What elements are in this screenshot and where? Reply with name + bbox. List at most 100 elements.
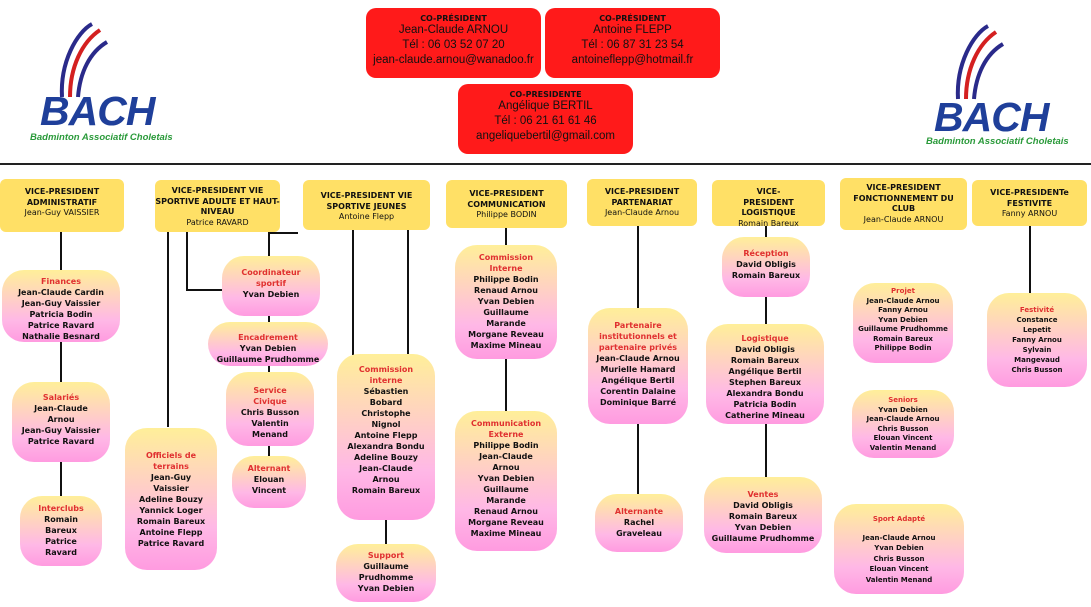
connector: [407, 230, 409, 355]
connector: [268, 446, 270, 456]
connector: [268, 365, 270, 373]
connector: [60, 340, 62, 382]
president-email: antoineflepp@hotmail.fr: [571, 54, 694, 66]
group-title: Partenaire institutionnels et partenaire…: [598, 321, 678, 352]
connector: [1029, 226, 1031, 294]
group-alternant: Alternant Elouan Vincent: [232, 456, 306, 508]
shuttlecock-icon: [955, 24, 1005, 100]
president-phone: Tél : 06 03 52 07 20: [402, 39, 505, 51]
connector: [186, 232, 188, 290]
group-title: Réception: [743, 249, 789, 258]
group-title: Finances: [41, 277, 81, 286]
vp-title: VICE-PRESIDENT FONCTIONNEMENT DU CLUB: [853, 183, 954, 213]
vp-title: VICE-PRESIDENTe FESTIVITE: [990, 188, 1069, 208]
connector: [505, 228, 507, 246]
vp-partenariat: VICE-PRESIDENT PARTENARIAT Jean-Claude A…: [587, 179, 697, 226]
group-members: Rachel Graveleau: [616, 518, 662, 538]
group-members: Jean-Claude Arnou Fanny Arnou Yvan Debie…: [858, 296, 948, 353]
group-title: Salariés: [42, 393, 80, 402]
co-president-card-1: CO-PRÉSIDENT Jean-Claude ARNOU Tél : 06 …: [366, 8, 541, 78]
vp-name: Fanny ARNOU: [1001, 209, 1058, 218]
group-title: Seniors: [888, 396, 918, 404]
vp-name: Antoine Flepp: [338, 212, 395, 221]
group-reception: Réception David Obligis Romain Bareux: [722, 237, 810, 297]
group-title: Alternant: [247, 464, 291, 473]
group-title: Encadrement: [238, 333, 298, 342]
connector: [167, 232, 169, 427]
vp-communication: VICE-PRESIDENT COMMUNICATION Philippe BO…: [446, 180, 567, 228]
connector: [268, 232, 270, 256]
connector: [60, 232, 62, 272]
connector: [637, 226, 639, 310]
group-partenaire: Partenaire institutionnels et partenaire…: [588, 308, 688, 424]
co-presidente-card: CO-PRESIDENTE Angélique BERTIL Tél : 06 …: [458, 84, 633, 154]
group-service-civique: Service Civique Chris Busson Valentin Me…: [226, 372, 314, 446]
bach-logo-right: BACH Badminton Associatif Choletais: [920, 18, 1070, 148]
vp-fonctionnement: VICE-PRESIDENT FONCTIONNEMENT DU CLUB Je…: [840, 178, 967, 230]
vp-title: VICE-PRESIDENT COMMUNICATION: [467, 189, 546, 209]
connector: [385, 519, 387, 545]
group-officiels: Officiels de terrains Jean-Guy Vaissier …: [125, 428, 217, 570]
group-alternante: Alternante Rachel Graveleau: [595, 494, 683, 552]
connector: [765, 422, 767, 477]
group-seniors: Seniors Yvan Debien Jean-Claude Arnou Ch…: [852, 390, 954, 458]
president-phone: Tél : 06 87 31 23 54: [581, 39, 684, 51]
group-support: Support Guillaume Prudhomme Yvan Debien: [336, 544, 436, 602]
group-title: Support: [367, 551, 405, 560]
vp-name: Jean-Claude Arnou: [604, 208, 680, 217]
connector: [268, 232, 298, 234]
group-members: David Obligis Romain Bareux Angélique Be…: [725, 345, 805, 420]
group-members: Yvan Debien Guillaume Prudhomme: [216, 344, 320, 364]
president-email: angeliquebertil@gmail.com: [476, 130, 615, 142]
group-members: Elouan Vincent: [251, 475, 287, 495]
group-title: Projet: [891, 287, 915, 295]
vp-name: Jean-Guy VAISSIER: [24, 208, 100, 217]
group-commission-comm: Commission Interne Philippe Bodin Renaud…: [455, 245, 557, 359]
vp-title: VICE-PRESIDENT PARTENARIAT: [604, 187, 680, 207]
group-members: Philippe Bodin Renaud Arnou Yvan Debien …: [468, 275, 544, 350]
vp-name: Patrice RAVARD: [186, 217, 249, 227]
connector: [505, 358, 507, 412]
role-label: CO-PRÉSIDENT: [599, 14, 666, 23]
group-projet: Projet Jean-Claude Arnou Fanny Arnou Yva…: [853, 283, 953, 363]
group-members: Yvan Debien Jean-Claude Arnou Chris Buss…: [866, 405, 940, 452]
role-label: CO-PRESIDENTE: [509, 90, 582, 99]
group-title: Coordinateur sportif: [241, 268, 301, 288]
group-ventes: Ventes David Obligis Romain Bareux Yvan …: [704, 477, 822, 553]
president-name: Jean-Claude ARNOU: [398, 24, 509, 36]
group-members: Jean-Claude Arnou Jean-Guy Vaissier Patr…: [21, 404, 101, 446]
group-communication-externe: Communication Externe Philippe Bodin Jea…: [455, 411, 557, 551]
group-title: Festivité: [1019, 306, 1055, 314]
group-finances: Finances Jean-Claude Cardin Jean-Guy Vai…: [2, 270, 120, 342]
logo-text: BACH: [40, 88, 155, 134]
group-commission-jeunes: Commission interne Sébastien Bobard Chri…: [337, 354, 435, 520]
president-name: Antoine FLEPP: [593, 24, 672, 36]
shuttlecock-icon: [59, 22, 109, 98]
group-coordinateur: Coordinateur sportif Yvan Debien: [222, 256, 320, 316]
group-members: Romain Bareux Patrice Ravard: [44, 515, 78, 557]
connector: [765, 226, 767, 238]
group-title: Commission interne: [358, 365, 414, 385]
group-members: Constance Lepetit Fanny Arnou Sylvain Ma…: [1011, 316, 1063, 374]
group-title: Sport Adapté: [872, 515, 926, 523]
group-title: Communication Externe: [470, 419, 542, 439]
vp-vie-sportive-jeunes: VICE-PRESIDENT VIE SPORTIVE JEUNES Antoi…: [303, 180, 430, 230]
group-title: Interclubs: [38, 504, 84, 513]
vp-title: VICE-PRESIDENT VIE SPORTIVE ADULTE ET HA…: [155, 186, 280, 216]
group-members: Jean-Guy Vaissier Adeline Bouzy Yannick …: [136, 473, 206, 548]
connector: [637, 422, 639, 496]
connector: [268, 315, 270, 323]
logo-text: BACH: [934, 94, 1049, 140]
connector: [186, 289, 224, 291]
vp-vie-sportive-adulte: VICE-PRESIDENT VIE SPORTIVE ADULTE ET HA…: [155, 180, 280, 232]
connector: [60, 460, 62, 498]
connector: [765, 296, 767, 326]
group-sport-adapte: Sport Adapté Jean-Claude Arnou Yvan Debi…: [834, 504, 964, 594]
group-members: Chris Busson Valentin Menand: [240, 408, 300, 439]
role-label: CO-PRÉSIDENT: [420, 14, 487, 23]
bach-logo-left: BACH Badminton Associatif Choletais: [22, 18, 173, 148]
group-members: Jean-Claude Cardin Jean-Guy Vaissier Pat…: [18, 288, 104, 341]
group-title: Service Civique: [253, 386, 287, 406]
group-title: Ventes: [747, 490, 779, 499]
group-members: David Obligis Romain Bareux Yvan Debien …: [711, 501, 815, 543]
